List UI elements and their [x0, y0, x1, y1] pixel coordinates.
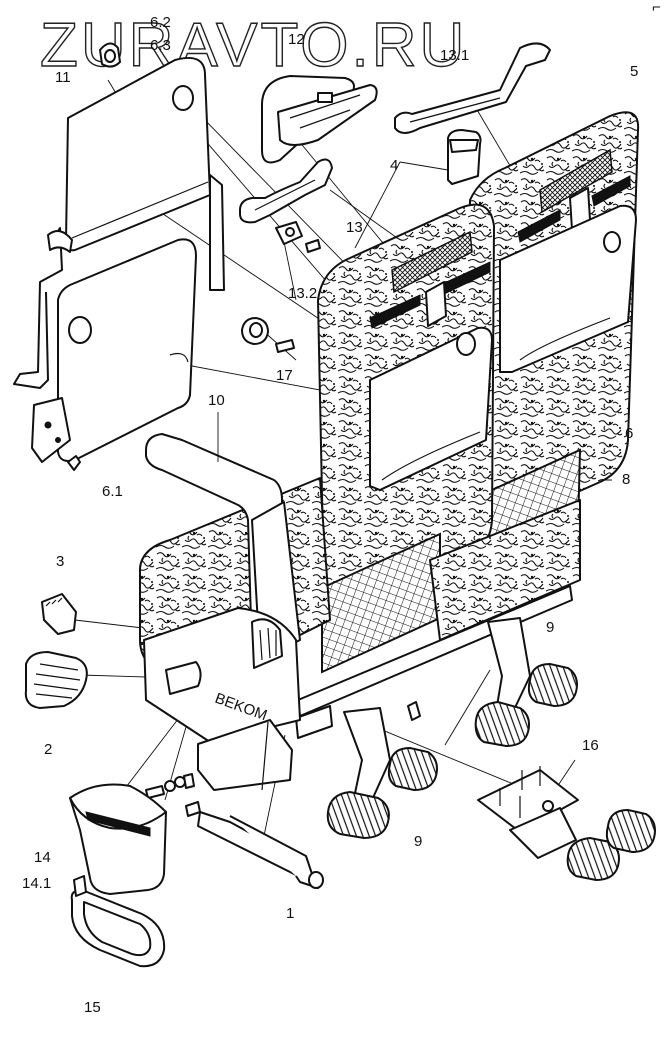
- callout-14-1: 14.1: [22, 875, 51, 892]
- callout-5: 5: [630, 63, 638, 80]
- callout-13: 13: [346, 219, 363, 236]
- callout-6: 6: [625, 425, 633, 442]
- callout-6-2: 6.2: [150, 14, 171, 31]
- ashtray-part-12: [261, 75, 378, 164]
- knob-part-17: [241, 317, 295, 353]
- callout-8: 8: [622, 471, 630, 488]
- callout-10: 10: [208, 392, 225, 409]
- tray-table-upper: [13, 56, 225, 389]
- watermark: ZURAVTO.RU: [40, 11, 467, 80]
- callout-labels: 11 6.2 6.3 12 13.1 5 4 13 13.2 17 6.1 10…: [22, 14, 638, 1016]
- corner-mark: ⌐: [652, 0, 661, 16]
- double-seat: BEKOM: [139, 111, 640, 791]
- ring-part-15: [70, 875, 166, 968]
- callout-6-1: 6.1: [102, 483, 123, 500]
- waste-bin-part-14: [69, 783, 167, 895]
- callout-2: 2: [44, 741, 52, 758]
- callout-3: 3: [56, 553, 64, 570]
- callout-1: 1: [286, 905, 294, 922]
- callout-9-front: 9: [414, 833, 422, 850]
- leg-plate-part-16: [477, 766, 656, 882]
- callout-11: 11: [55, 69, 71, 86]
- callout-4: 4: [390, 157, 398, 174]
- callout-16: 16: [582, 737, 599, 754]
- handle-part-13: [239, 158, 333, 224]
- clip-part-11: [99, 42, 121, 68]
- callout-13-2: 13.2: [288, 285, 317, 302]
- footrest-part-2: [24, 651, 88, 709]
- callout-9-rear: 9: [546, 619, 554, 636]
- clip-part-3: [41, 593, 77, 635]
- handle-part-13-1: [394, 42, 551, 134]
- callout-6-3: 6.3: [150, 37, 171, 54]
- leg-part-9-rear: [474, 617, 578, 748]
- callout-12: 12: [288, 31, 305, 48]
- clip-part-4: [447, 129, 482, 185]
- callout-14: 14: [34, 849, 51, 866]
- callout-13-1: 13.1: [440, 47, 469, 64]
- tray-table-lower: [31, 238, 197, 471]
- gas-strut-part-1: [197, 811, 324, 889]
- leg-part-9-front: [326, 707, 438, 840]
- screws-and-washers: [145, 701, 421, 817]
- callout-17: 17: [276, 367, 293, 384]
- callout-15: 15: [84, 999, 101, 1016]
- bracket-part-13-2: [275, 221, 321, 253]
